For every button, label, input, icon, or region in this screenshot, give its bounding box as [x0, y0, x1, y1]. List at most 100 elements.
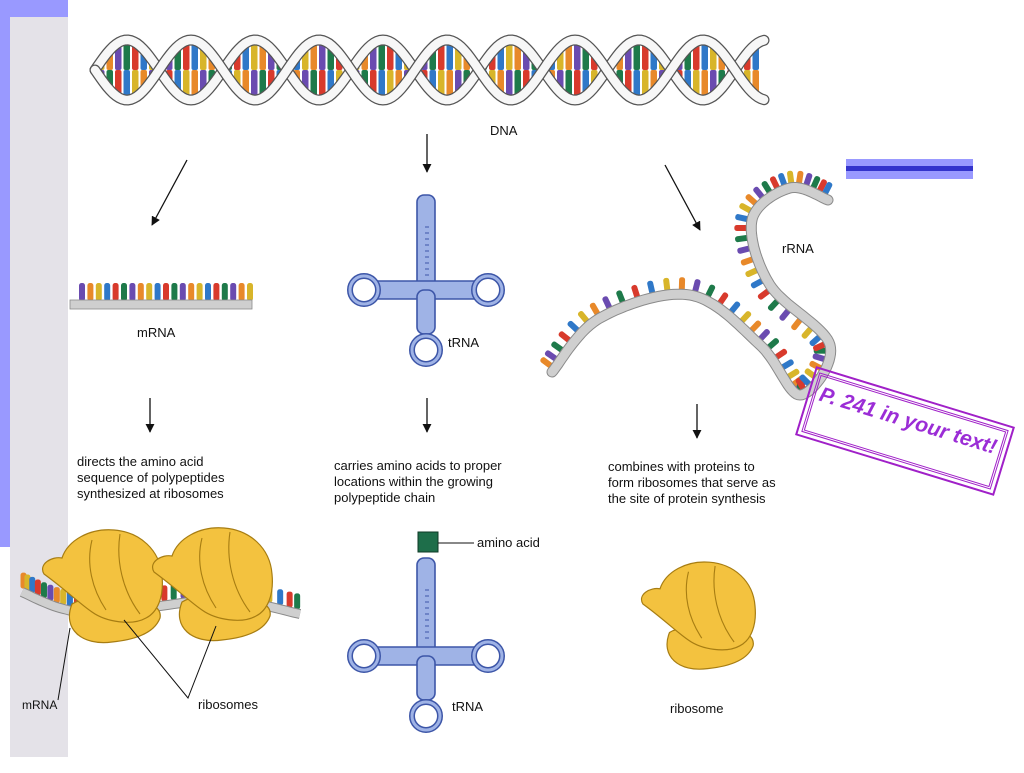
helix-backbone [90, 35, 769, 105]
ribosome-fold [228, 531, 251, 613]
trna-description: carries amino acids to proper locations … [334, 458, 502, 506]
mrna-description-line: synthesized at ribosomes [77, 486, 224, 501]
base [95, 283, 102, 301]
base [230, 283, 237, 301]
trna-acceptor-stem [416, 557, 436, 657]
trna-t-loop-fill [472, 274, 504, 306]
base [735, 234, 751, 243]
mrna-bottom-label: mRNA [22, 698, 58, 712]
ribosome-fold [713, 565, 735, 643]
base-pair [251, 70, 258, 100]
trna-d-loop-fill [348, 640, 380, 672]
arrow-dna-to-rrna [664, 164, 701, 231]
amino-acid-label: amino acid [477, 535, 540, 550]
ribosome-fold [118, 533, 141, 615]
rrna-strand [540, 170, 837, 401]
ribosome-label: ribosome [670, 701, 724, 716]
mrna-label: mRNA [137, 325, 176, 340]
base [787, 170, 795, 186]
ribosomes-leader-line [123, 619, 217, 699]
base-pair [310, 41, 317, 70]
base [53, 587, 60, 604]
base-pair [446, 70, 453, 100]
base [247, 283, 253, 301]
base [286, 591, 293, 608]
base [171, 283, 178, 301]
trna-label: tRNA [448, 335, 480, 350]
helix-backbone [90, 35, 769, 105]
base-pair [701, 70, 708, 100]
trna-acceptor-stem [416, 194, 436, 291]
base [188, 283, 195, 301]
base [34, 579, 41, 596]
base [277, 589, 284, 606]
ribosomes-on-mrna [19, 527, 302, 644]
base-pair [633, 70, 640, 100]
ribosome-fold [199, 537, 217, 609]
base-pair [438, 70, 445, 99]
base-pair [251, 40, 258, 70]
base-pair [191, 40, 198, 70]
base [129, 283, 136, 301]
mrna-strand [69, 283, 253, 310]
page-scan-edge [10, 17, 68, 757]
arrow-dna-to-mrna [151, 159, 188, 226]
base-pair [378, 70, 385, 100]
base [663, 277, 671, 293]
slide-corner-block [0, 0, 68, 17]
ribosome-fold [89, 539, 107, 611]
trna-anticodon-loop-fill [410, 700, 442, 732]
base [179, 283, 186, 301]
trna-description-line: polypeptide chain [334, 490, 436, 505]
base [146, 283, 153, 301]
base [104, 283, 111, 301]
base [213, 283, 220, 301]
rrna-label: rRNA [782, 241, 814, 256]
base-pair [319, 40, 326, 70]
base-pair [574, 40, 581, 70]
base [154, 283, 161, 301]
base [734, 224, 750, 231]
trna-anticodon-stem [416, 289, 436, 335]
base [678, 277, 686, 293]
dna-label: DNA [490, 123, 518, 138]
base [163, 283, 169, 301]
base-pair [574, 70, 581, 100]
mrna-backbone [69, 299, 253, 310]
base-pair [310, 70, 317, 99]
trna-t-loop-fill [472, 640, 504, 672]
base-pair [378, 40, 385, 70]
base [294, 593, 301, 610]
base [112, 283, 119, 301]
dna-helix [89, 34, 770, 106]
mrna-leader-line [57, 627, 71, 701]
base-pair [438, 41, 445, 70]
amino-acid-square [417, 531, 439, 553]
rrna-description-line: form ribosomes that serve as [608, 475, 776, 490]
trna-description-line: carries amino acids to proper [334, 458, 502, 473]
mrna-description: directs the amino acid sequence of polyp… [77, 454, 224, 502]
base [79, 283, 85, 301]
base-pair [506, 40, 513, 70]
trna-molecule [347, 194, 505, 367]
base-pair [183, 70, 190, 100]
ribosome-illustration [641, 561, 756, 670]
base-pair [701, 40, 708, 70]
base [60, 588, 67, 605]
mrna-description-line: directs the amino acid [77, 454, 204, 469]
base [121, 283, 127, 301]
base-pair [123, 40, 130, 70]
base-pair [191, 70, 198, 100]
base [196, 283, 203, 301]
base [47, 584, 54, 601]
trna-d-loop-fill [348, 274, 380, 306]
ribosome-large-subunit [641, 561, 756, 651]
ribosome-fold [685, 571, 703, 639]
ribosome-large-subunit [152, 527, 273, 621]
base-pair [506, 70, 513, 100]
base [161, 585, 168, 602]
base [795, 170, 804, 186]
trna-description-line: locations within the growing [334, 474, 493, 489]
